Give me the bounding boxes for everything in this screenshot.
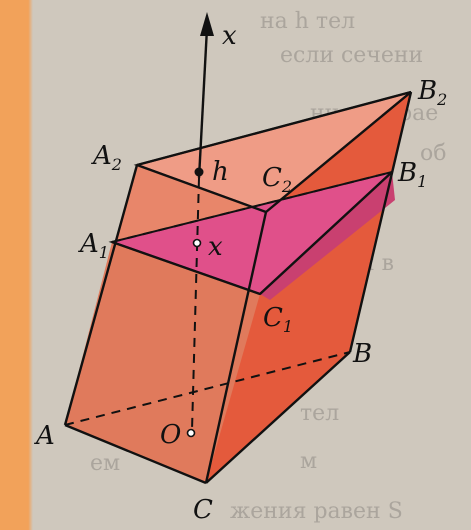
label-B1: B1 (397, 158, 427, 191)
edge-C2B2 (265, 91, 412, 213)
label-axis-x: x (222, 21, 237, 51)
prism-face-left-lower (65, 242, 260, 483)
edge-A2C2 (136, 163, 267, 214)
visible-edges (63, 90, 413, 485)
edge-A2B2 (136, 90, 412, 167)
labels: x h x O A B C A1 B1 C1 A2 B2 C2 (34, 21, 447, 525)
label-B: B (352, 339, 372, 369)
axis-hidden-part (191, 177, 200, 431)
edge-A1C1 (111, 240, 261, 296)
edge-C1B1 (259, 171, 393, 295)
label-A: A (34, 421, 55, 451)
edge-AC (64, 423, 207, 485)
bg-text-line: жения равен S (230, 499, 403, 524)
bg-text-line: на h тел (260, 9, 355, 34)
label-C: C (193, 495, 213, 525)
label-O: O (160, 420, 181, 450)
edge-AB-hidden (64, 351, 351, 426)
axis-line (197, 27, 209, 179)
cross-section-side (260, 172, 395, 300)
edge-CB (205, 351, 351, 484)
point-h (194, 167, 204, 177)
edge-BB2 (348, 91, 413, 353)
point-O (186, 428, 196, 438)
label-h: h (212, 157, 229, 187)
point-x (192, 238, 202, 248)
bg-text-line: м (300, 449, 317, 474)
edge-AA2 (63, 164, 139, 426)
bg-text-line: об (420, 141, 447, 166)
label-B2: B2 (417, 76, 447, 109)
label-x: x (208, 232, 223, 262)
edge-CC2 (204, 211, 268, 484)
label-A1: A1 (78, 229, 109, 262)
bg-text-line: если сечени (280, 43, 423, 68)
label-C2: C2 (262, 163, 292, 196)
label-A2: A2 (91, 141, 122, 174)
label-C1: C1 (263, 303, 293, 336)
axis-arrow-icon (200, 12, 214, 36)
bg-text-line: тел (300, 401, 339, 426)
bg-text-line: ем (90, 451, 120, 476)
